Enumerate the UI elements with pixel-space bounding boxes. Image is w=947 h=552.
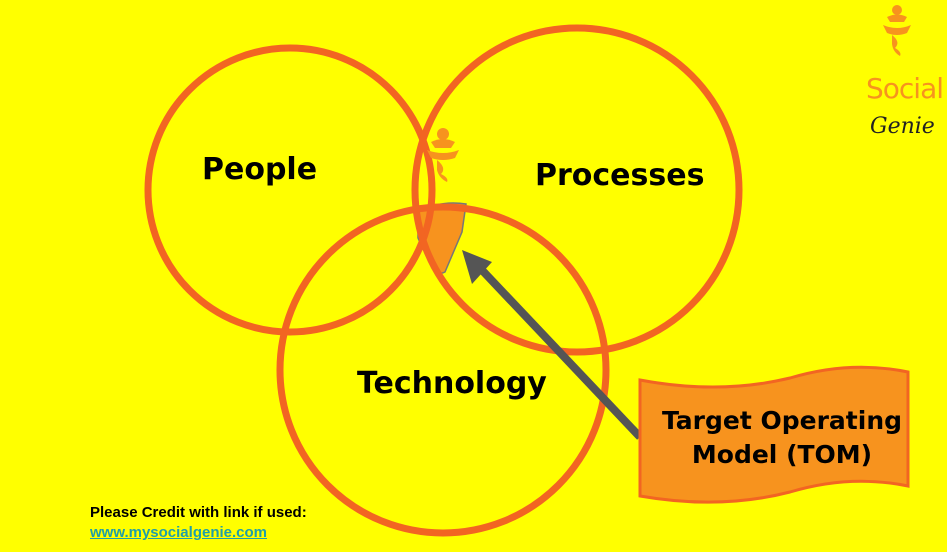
logo-genie-icon (883, 5, 911, 56)
genie-icon (427, 128, 459, 182)
circle-processes (411, 24, 743, 356)
tom-callout-text: Target Operating Model (TOM) (646, 404, 918, 472)
tom-line-2: Model (TOM) (691, 440, 873, 469)
circle-label-processes: Processes (535, 158, 705, 193)
credit-link[interactable]: www.mysocialgenie.com (90, 524, 268, 541)
credit-text: Please Credit with link if used: (90, 504, 307, 521)
logo-social-text: Social (866, 72, 944, 105)
circle-people (144, 44, 436, 336)
tom-line-1: Target Operating (661, 406, 903, 435)
logo-genie-text: Genie (870, 114, 935, 139)
tom-banner (638, 365, 910, 504)
circle-label-people: People (202, 152, 318, 187)
arrow (462, 250, 643, 440)
circle-label-technology: Technology (357, 366, 547, 401)
circle-technology (276, 203, 610, 537)
